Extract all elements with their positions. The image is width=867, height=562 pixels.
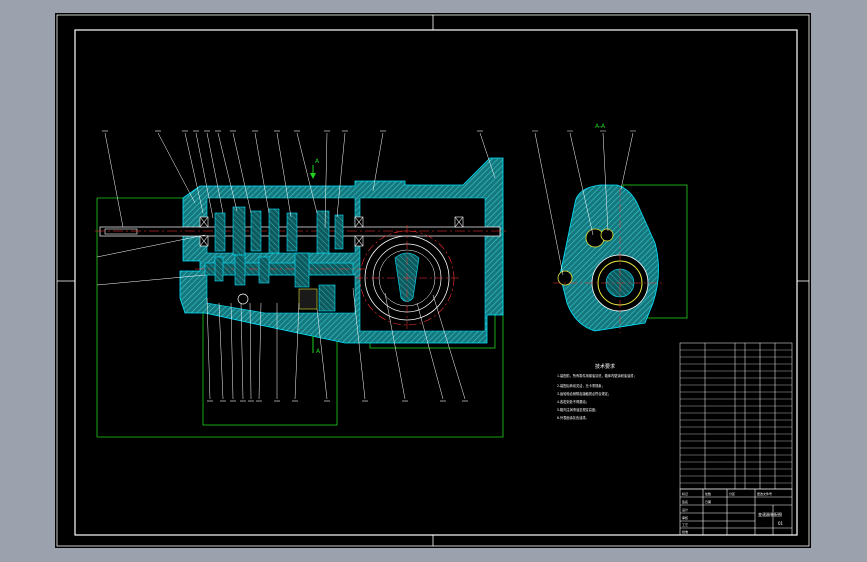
svg-text:标记: 标记: [682, 491, 688, 496]
svg-text:日期: 日期: [705, 499, 711, 504]
svg-text:1.装配前，所有零件用煤油清洗，箱体内壁涂耐油油漆；: 1.装配前，所有零件用煤油清洗，箱体内壁涂耐油油漆；: [557, 373, 637, 378]
title-block-drawing-name: 变速器装配图: [758, 511, 782, 517]
side-view-housing: [553, 184, 665, 333]
side-view-leaders: [532, 130, 636, 276]
title-block-labels: 标记 处数 分区 更改文件号 签名 日期 设计 审核 工艺 批准: [682, 491, 772, 534]
svg-text:6.外表面涂灰色油漆。: 6.外表面涂灰色油漆。: [557, 415, 589, 420]
svg-text:批准: 批准: [682, 529, 688, 534]
svg-text:更改文件号: 更改文件号: [757, 491, 772, 496]
countershaft-gear-stack: [214, 252, 336, 312]
parts-list-table: [679, 342, 793, 490]
inner-frame: [74, 29, 798, 536]
housing-cavity-final: [359, 197, 486, 332]
svg-text:分区: 分区: [729, 491, 735, 496]
drain-plug: [237, 293, 249, 305]
section-mark-bottom: A: [316, 348, 321, 355]
bearings: [199, 216, 464, 247]
svg-text:5.箱内注润滑油至规定高度；: 5.箱内注润滑油至规定高度；: [557, 407, 598, 412]
parts-list-rows: [680, 349, 792, 484]
svg-text:2.装配后转动灵活，无卡滞现象；: 2.装配后转动灵活，无卡滞现象；: [557, 383, 605, 388]
section-arrow-top: [310, 165, 316, 179]
synchronizer: [298, 288, 318, 310]
title-block: [679, 488, 793, 536]
drawing-sheet: A A: [55, 13, 811, 548]
svg-text:3.齿轮啮合侧隙及接触斑点符合规定；: 3.齿轮啮合侧隙及接触斑点符合规定；: [557, 391, 611, 396]
housing-cavity-upper: [206, 197, 356, 254]
input-gear-stack: [214, 206, 344, 256]
svg-text:4.各密封处不得漏油；: 4.各密封处不得漏油；: [557, 399, 589, 404]
leader-lines-bottom: [96, 234, 466, 400]
gearbox-assembly-drawing: A A: [56, 14, 810, 547]
final-drive-gear: [355, 225, 459, 331]
svg-text:工艺: 工艺: [682, 522, 688, 527]
notes-title: 技术要求: [595, 363, 615, 370]
shaft-keyway: [104, 228, 138, 235]
svg-text:设计: 设计: [682, 507, 688, 512]
section-mark-top: A: [315, 158, 320, 165]
title-block-sheet-code: 01: [778, 521, 784, 526]
input-shaft: [99, 226, 501, 237]
side-view-title: A-A: [595, 123, 606, 130]
leader-number-marks: [102, 130, 483, 402]
notes-lines: 1.装配前，所有零件用煤油清洗，箱体内壁涂耐油油漆； 2.装配后转动灵活，无卡滞…: [557, 373, 637, 420]
svg-text:签名: 签名: [682, 499, 688, 504]
svg-text:处数: 处数: [705, 491, 711, 496]
svg-text:审核: 审核: [682, 515, 688, 520]
leader-lines-top: [104, 132, 496, 229]
